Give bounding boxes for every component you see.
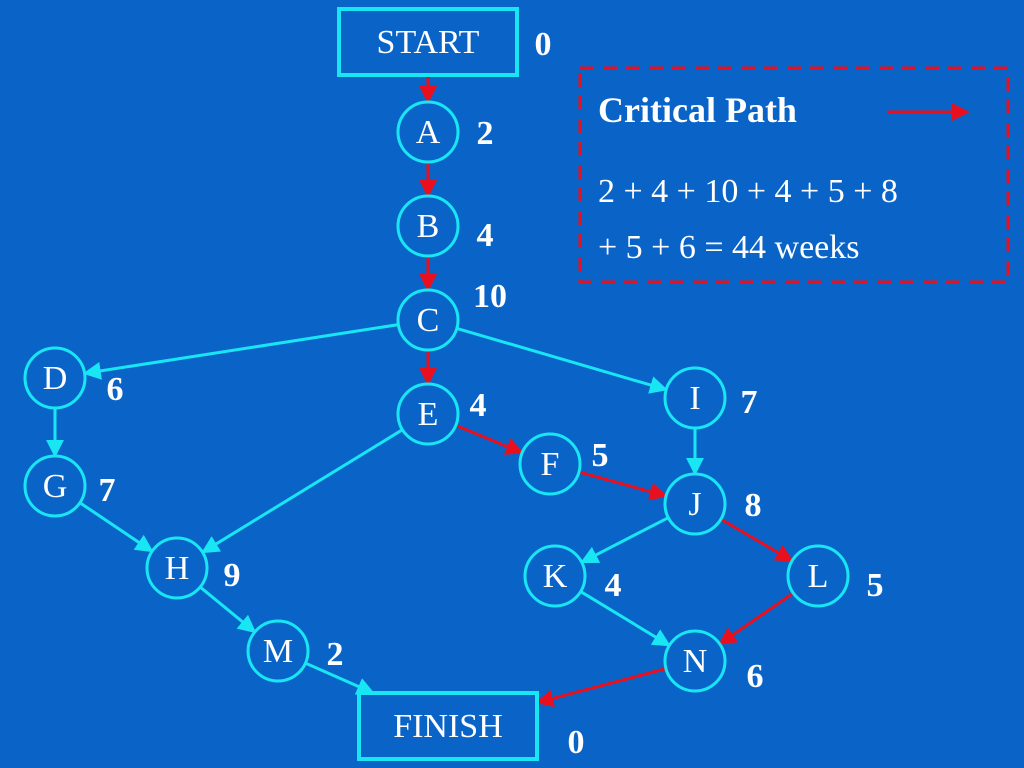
node-start: START 0	[337, 7, 552, 77]
node-b-duration: 4	[477, 217, 494, 254]
node-i-shape	[663, 366, 727, 430]
edge-h-m	[199, 585, 257, 634]
node-n-label: N	[683, 643, 708, 680]
edge-k-n	[579, 590, 671, 647]
edges	[46, 75, 795, 708]
node-g-shape	[23, 454, 87, 518]
node-j-duration: 8	[745, 487, 762, 524]
node-e-shape	[396, 382, 460, 446]
node-b-shape	[396, 194, 460, 258]
node-finish: FINISH 0	[357, 691, 585, 761]
node-l-duration: 5	[867, 567, 884, 604]
node-start-duration: 0	[535, 26, 552, 63]
node-c-shape	[396, 288, 460, 352]
node-k-duration: 4	[605, 567, 622, 604]
node-e-duration: 4	[470, 387, 487, 424]
node-f-duration: 5	[592, 437, 609, 474]
node-finish-shape	[357, 691, 539, 761]
edge-m-finish	[304, 661, 375, 695]
node-start-shape	[337, 7, 519, 77]
node-l-shape	[786, 544, 850, 608]
node-i-label: I	[689, 380, 700, 417]
node-a-label: A	[416, 114, 441, 151]
node-h-label: H	[165, 550, 190, 587]
legend-title: Critical Path	[598, 90, 797, 130]
node-h-shape	[145, 536, 209, 600]
legend-border	[578, 66, 1010, 284]
node-n-shape	[663, 629, 727, 693]
node-finish-duration: 0	[568, 724, 585, 761]
edge-g-h	[79, 501, 154, 553]
node-e-label: E	[418, 396, 439, 433]
node-j-shape	[663, 472, 727, 536]
node-g-duration: 7	[99, 472, 116, 509]
edge-j-k	[580, 516, 670, 564]
node-f-label: F	[541, 446, 560, 483]
node-start-label: START	[377, 24, 480, 61]
edge-j-l-critical	[720, 517, 794, 563]
edge-c-i	[456, 326, 668, 394]
edge-f-j-critical	[578, 470, 668, 501]
node-a-duration: 2	[477, 115, 494, 152]
node-d-shape	[23, 346, 87, 410]
node-c-label: C	[417, 302, 440, 339]
node-c-duration: 10	[473, 278, 507, 315]
node-h-duration: 9	[224, 557, 241, 594]
node-i-duration: 7	[741, 384, 758, 421]
node-d-duration: 6	[107, 371, 124, 408]
node-m-duration: 2	[327, 636, 344, 673]
node-f-shape	[518, 432, 582, 496]
node-finish-label: FINISH	[393, 708, 503, 745]
edge-e-f-critical	[455, 423, 524, 455]
node-m-label: M	[263, 633, 293, 670]
node-a-shape	[396, 100, 460, 164]
edge-l-n-critical	[718, 591, 795, 646]
edge-e-h	[201, 428, 404, 554]
legend-box: Critical Path 2 + 4 + 10 + 4 + 5 + 8 + 5…	[578, 66, 1010, 284]
edge-n-finish-critical	[535, 667, 667, 708]
edge-c-d	[82, 323, 399, 380]
node-k-shape	[523, 544, 587, 608]
legend-line-1: 2 + 4 + 10 + 4 + 5 + 8	[598, 173, 898, 210]
node-g-label: G	[43, 468, 68, 505]
node-b-label: B	[417, 208, 440, 245]
node-d-label: D	[43, 360, 68, 397]
node-m-shape	[246, 619, 310, 683]
node-j-label: J	[688, 486, 701, 523]
node-c: C 10	[396, 278, 507, 352]
node-n-duration: 6	[747, 658, 764, 695]
node-l-label: L	[808, 558, 829, 595]
legend-line-2: + 5 + 6 = 44 weeks	[598, 229, 860, 266]
node-k-label: K	[543, 558, 568, 595]
